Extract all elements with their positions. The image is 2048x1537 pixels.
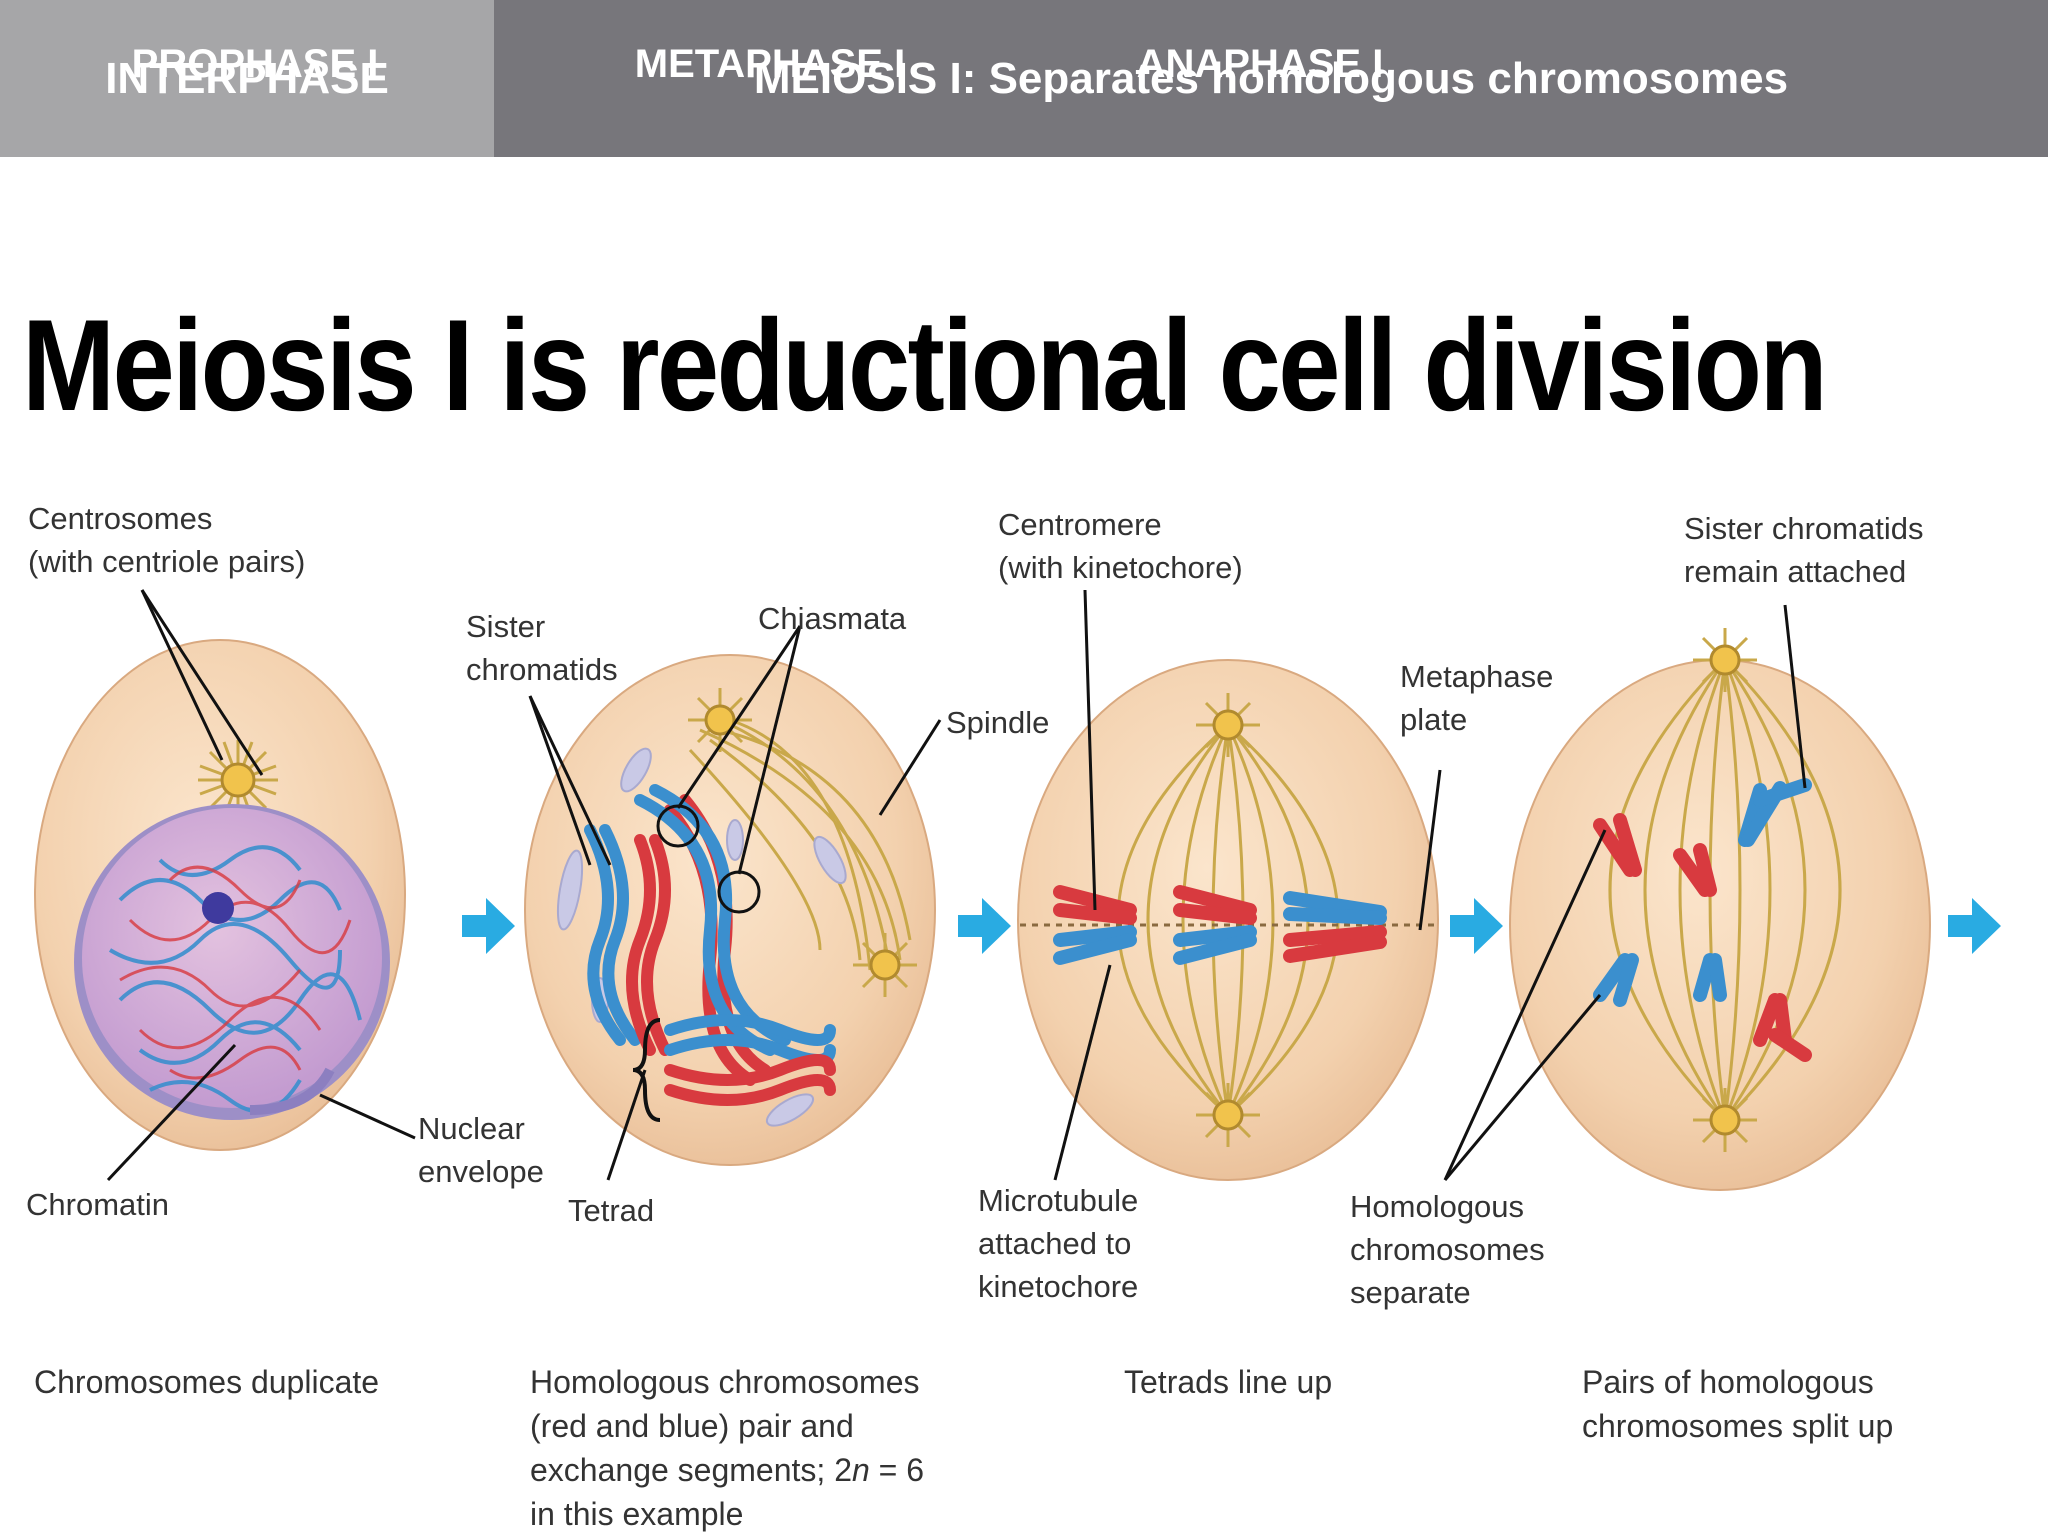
arrow-right-icon (462, 898, 515, 954)
caption-interphase: Chromosomes duplicate (34, 1364, 380, 1400)
label-sister-attached: Sister chromatids remain attached (1684, 511, 1924, 589)
caption-prophase: Homologous chromosomes (red and blue) pa… (530, 1360, 924, 1537)
label-nuclear-envelope: Nuclear envelope (418, 1111, 544, 1189)
label-tetrad: Tetrad (568, 1193, 655, 1228)
caption-prophase-n: n (851, 1452, 870, 1489)
label-chiasmata: Chiasmata (758, 601, 907, 636)
label-centromere: Centromere (with kinetochore) (998, 507, 1243, 585)
label-spindle: Spindle (946, 705, 1050, 740)
arrow-right-icon (958, 898, 1011, 954)
label-homologous-separate: Homologous chromosomes separate (1350, 1189, 1545, 1310)
arrow-right-icon (1948, 898, 2001, 954)
spindle (1608, 658, 1842, 1122)
label-metaphase-plate: Metaphase plate (1400, 659, 1554, 737)
arrow-right-icon (1450, 898, 1503, 954)
diagram-graphics (34, 589, 2001, 1191)
prophase-label: PROPHASE I (131, 41, 379, 86)
label-sister-chromatids: Sister chromatids (466, 609, 618, 687)
label-centrosomes: Centrosomes (with centriole pairs) (28, 501, 306, 579)
caption-metaphase: Tetrads line up (1124, 1364, 1333, 1400)
prophase-cell (524, 654, 936, 1166)
interphase-header: INTERPHASE (0, 0, 494, 157)
meiosis-diagram: Centrosomes (with centriole pairs) Chrom… (0, 470, 2048, 1536)
separating-chromosomes (1593, 778, 1812, 1062)
slide-title: Meiosis I is reductional cell division (22, 292, 1828, 438)
nucleus (74, 804, 390, 1120)
label-microtubule: Microtubule attached to kinetochore (978, 1183, 1139, 1304)
tetrad-bracket (632, 1018, 661, 1122)
meiosis-header: MEIOSIS I: Separates homologous chromoso… (494, 0, 2048, 157)
metaphase-cell (1017, 659, 1440, 1181)
caption-prophase-text-1: Homologous chromosomes (red and blue) pa… (530, 1364, 920, 1489)
caption-prophase-text-2: = 6 in this example (530, 1452, 925, 1533)
label-chromatin: Chromatin (26, 1187, 169, 1222)
anaphase-cell (1509, 628, 1931, 1191)
caption-anaphase: Pairs of homologous chromosomes split up (1582, 1364, 1894, 1445)
leader-lines (106, 589, 1807, 1182)
metaphase-label: METAPHASE I (634, 41, 906, 86)
chromosomes (584, 784, 836, 1106)
phase-bar: PROPHASE I METAPHASE I ANAPHASE I (0, 0, 1554, 128)
anaphase-label: ANAPHASE I (1136, 41, 1384, 86)
interphase-cell (34, 639, 406, 1151)
